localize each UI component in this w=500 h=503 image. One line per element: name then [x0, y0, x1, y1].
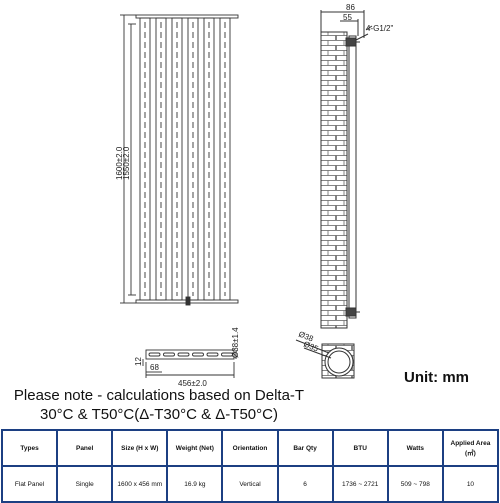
- table-cell: 6: [276, 465, 334, 503]
- depth-inner-label: 55: [343, 13, 352, 22]
- section-inner-circle: [327, 350, 351, 374]
- table-header-cell: Applied Area (㎡): [441, 429, 500, 467]
- plan-tube-slot: [163, 352, 175, 357]
- width-label: 456±2.0: [178, 379, 207, 388]
- table-cell: 1736 ~ 2721: [331, 465, 389, 503]
- tube-width-label: 68: [150, 363, 159, 372]
- plan-tube-slots: [148, 352, 233, 357]
- table-header-cell: Orientation: [221, 429, 279, 467]
- brick-wall: [320, 31, 348, 329]
- height-inner-label: 1550±2.0: [122, 146, 131, 180]
- side-view: [320, 10, 373, 329]
- table-cell: 1600 x 456 mm: [111, 465, 169, 503]
- section-inner-diameter-label: Ø35: [302, 340, 320, 354]
- plan-tube-slot: [148, 352, 161, 357]
- table-cell: 16.9 kg: [166, 465, 224, 503]
- plan-tube-slot: [206, 352, 219, 357]
- radiator-bars: [139, 17, 231, 301]
- table-cell: 509 ~ 798: [386, 465, 444, 503]
- plan-tube-slot: [177, 352, 190, 357]
- height-outer-label: 1600±2.0: [115, 146, 124, 180]
- radiator-side-profile: [348, 35, 357, 319]
- valve-thread-label: 4-G1/2": [366, 24, 393, 33]
- note-line-2: 30°C & T50°C(Δ-T30°C & Δ-T50°C): [40, 406, 278, 423]
- top-header: [135, 14, 239, 19]
- table-header-cell: Bar Qty: [276, 429, 334, 467]
- tube-depth-label: Ø38±1.4: [231, 327, 240, 358]
- table-header-cell: Panel: [56, 429, 114, 467]
- tube-gap-label: 12: [134, 357, 143, 366]
- valve-pipe: [355, 33, 369, 41]
- table-cell: Flat Panel: [0, 465, 59, 503]
- bottom-mount: [345, 307, 357, 317]
- outer-diameter-leader: [295, 339, 330, 354]
- table-header-cell: Types: [0, 429, 59, 467]
- calculation-note: Please note - calculations based on Delt…: [0, 386, 318, 424]
- plan-view: [142, 349, 237, 378]
- unit-label: Unit: mm: [404, 369, 469, 386]
- table-cell: 10: [441, 465, 500, 503]
- top-mount: [345, 37, 357, 47]
- section-view: [295, 339, 355, 379]
- inner-diameter-leader: [303, 347, 332, 359]
- table-header-cell: Weight (Net): [166, 429, 224, 467]
- table-header-cell: BTU: [331, 429, 389, 467]
- plan-tube-slot: [192, 352, 204, 357]
- table-header-cell: Watts: [386, 429, 444, 467]
- table-cell: Single: [56, 465, 114, 503]
- valve-leader: [365, 25, 373, 31]
- table-header-cell: Size (H x W): [111, 429, 169, 467]
- plan-outline: [145, 349, 235, 360]
- note-line-1: Please note - calculations based on Delt…: [13, 387, 305, 404]
- table-cell: Vertical: [221, 465, 279, 503]
- plan-tube-slot: [221, 352, 233, 357]
- depth-outer-label: 86: [346, 3, 355, 12]
- drain-valve: [185, 296, 191, 306]
- section-outer-circle: [324, 347, 354, 377]
- front-view: [120, 14, 239, 306]
